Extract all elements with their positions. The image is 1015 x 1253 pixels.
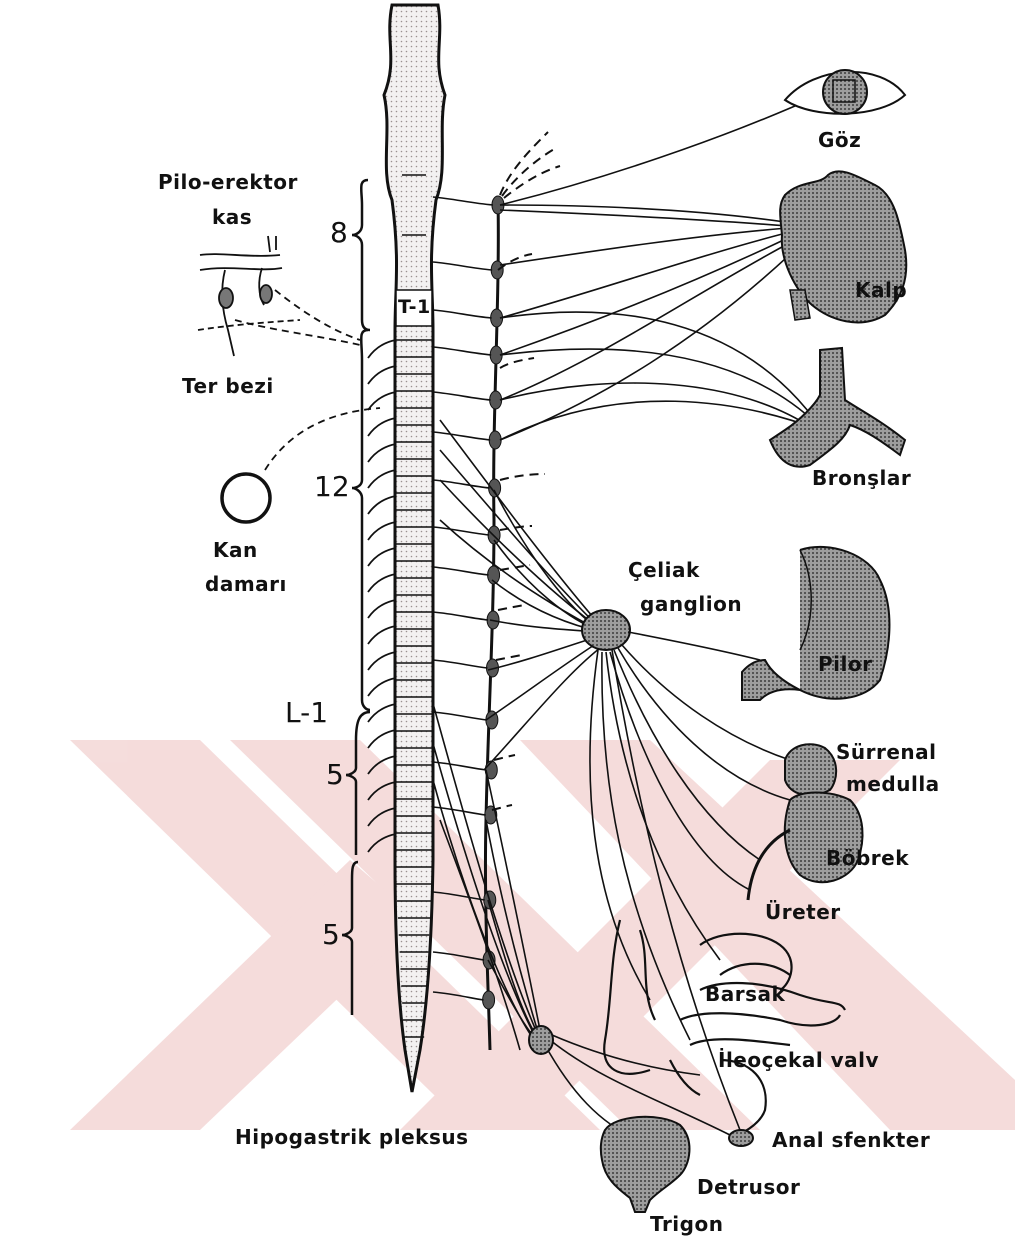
label-pilo-erector-2: kas [212, 205, 252, 229]
segment-cervical: 8 [330, 216, 348, 249]
splanchnic-nerves [440, 420, 604, 770]
label-pylorus: Pilor [818, 652, 872, 676]
pylorus-illustration [742, 547, 889, 700]
label-celiac-2: ganglion [640, 592, 742, 616]
segment-l1: L-1 [285, 696, 328, 729]
bladder-illustration [601, 1117, 690, 1212]
label-pilo-erector-1: Pilo-erektor [158, 170, 298, 194]
label-bronchi: Bronşlar [812, 466, 911, 490]
label-heart: Kalp [855, 278, 907, 302]
label-anal-sphincter: Anal sfenkter [772, 1128, 930, 1152]
label-kidney: Böbrek [826, 846, 909, 870]
celiac-ganglion [582, 610, 630, 650]
label-celiac-1: Çeliak [628, 558, 700, 582]
eye-illustration [785, 70, 905, 114]
skin-illustration [198, 236, 300, 356]
label-ileocecal: İleoçekal valv [718, 1048, 879, 1072]
label-sweat-gland: Ter bezi [182, 374, 274, 398]
label-detrusor: Detrusor [697, 1175, 800, 1199]
label-t1: T-1 [398, 296, 431, 318]
segment-lumbar: 5 [326, 758, 344, 791]
sympathetic-ganglion [491, 261, 503, 279]
label-trigon: Trigon [650, 1212, 723, 1236]
sympathetic-ganglion [483, 991, 495, 1009]
label-blood-vessel-2: damarı [205, 572, 287, 596]
segment-thoracic: 12 [314, 470, 350, 503]
label-ureter: Üreter [765, 900, 841, 924]
hypogastric-plexus [529, 1026, 553, 1054]
sympathetic-ganglion [489, 431, 501, 449]
bronchi-illustration [770, 348, 905, 467]
label-intestine: Barsak [705, 982, 785, 1006]
label-blood-vessel-1: Kan [213, 538, 258, 562]
segment-sacral: 5 [322, 918, 340, 951]
label-eye: Göz [818, 128, 861, 152]
blood-vessel-illustration [222, 474, 270, 522]
label-adrenal-2: medulla [846, 772, 940, 796]
anal-sphincter-illustration [729, 1130, 753, 1146]
label-adrenal-1: Sürrenal [836, 740, 937, 764]
thoracic-organ-nerves [500, 95, 820, 440]
sympathetic-ganglion [490, 391, 502, 409]
label-hypogastric: Hipogastrik pleksus [235, 1125, 469, 1149]
